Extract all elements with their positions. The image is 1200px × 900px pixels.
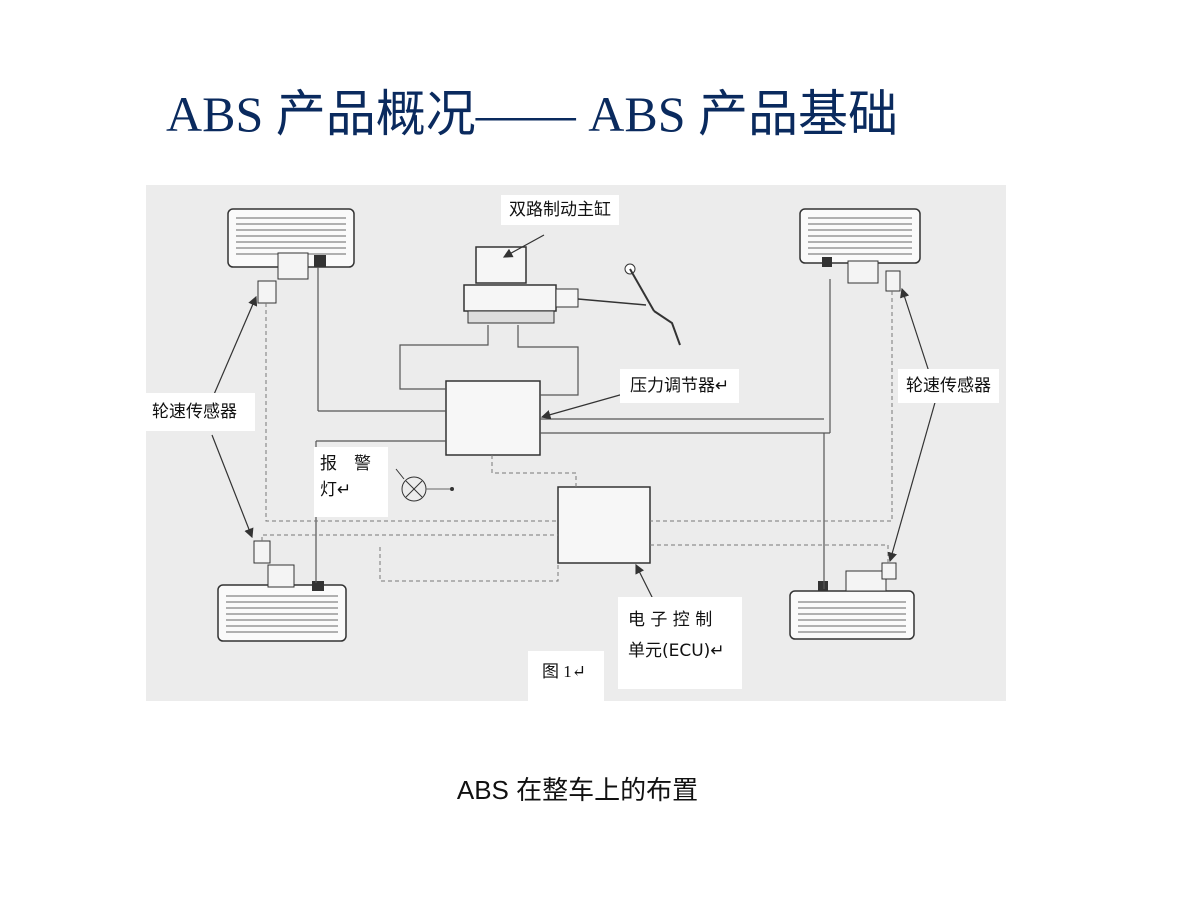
ecu-label-line2: 单元(ECU)↵	[628, 640, 725, 661]
slide-caption: ABS 在整车上的布置	[456, 775, 699, 805]
ecu-label-line1: 电 子 控 制	[628, 610, 713, 630]
wheel-speed-sensor-label-left: 轮速传感器	[146, 393, 255, 432]
wheel-speed-sensor-front-right	[885, 270, 901, 292]
figure-number-label: 图 1↵	[528, 651, 604, 701]
wheel-speed-sensor-front-left	[257, 280, 277, 304]
wheel-speed-sensor-label-right: 轮速传感器	[898, 369, 999, 404]
wheel-speed-sensor-rear-left	[253, 540, 271, 564]
master-cylinder-label: 双路制动主缸	[501, 195, 619, 226]
pressure-regulator-box	[445, 380, 541, 456]
master-cylinder-assembly	[463, 246, 681, 346]
pressure-regulator-label: 压力调节器↵	[620, 369, 740, 404]
abs-layout-diagram: 双路制动主缸 压力调节器↵ 轮速传感器 轮速传感器 报 警 灯↵ 电 子 控 制…	[146, 185, 1006, 701]
wheel-front-right	[799, 208, 921, 284]
wheel-rear-right	[789, 570, 915, 640]
wheel-rear-left	[217, 564, 347, 642]
ecu-box	[557, 486, 651, 564]
warning-lamp-label: 报 警 灯↵	[314, 447, 388, 517]
warning-lamp-symbol	[395, 468, 454, 502]
warning-lamp-label-line1: 报 警	[320, 454, 371, 474]
warning-lamp-label-line2: 灯↵	[320, 480, 352, 501]
wheel-front-left	[227, 208, 355, 280]
ecu-label: 电 子 控 制 单元(ECU)↵	[618, 597, 742, 689]
sensor-wiring	[261, 291, 893, 582]
slide-title: ABS 产品概况—— ABS 产品基础	[166, 86, 899, 142]
wheel-speed-sensor-rear-right	[881, 562, 897, 580]
